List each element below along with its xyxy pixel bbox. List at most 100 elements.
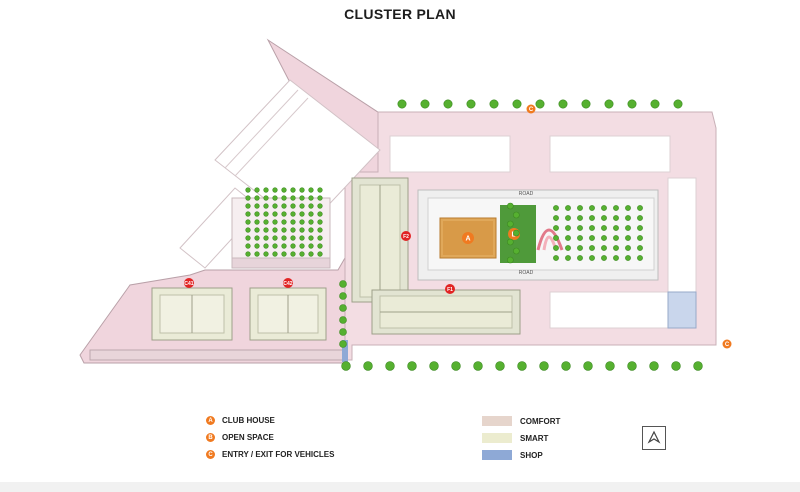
legend-open-space: B OPEN SPACE [206, 433, 274, 442]
tree-icon [339, 304, 347, 312]
tree-icon [299, 211, 305, 217]
tree-icon [613, 225, 619, 231]
tree-icon [263, 195, 269, 201]
block-f1-marker [445, 284, 455, 294]
tree-icon [553, 215, 559, 221]
tree-icon [299, 187, 305, 193]
block-f2-marker [401, 231, 411, 241]
block-c41-label: C41 [184, 281, 193, 287]
tree-icon [627, 361, 637, 371]
tree-icon [577, 215, 583, 221]
tree-icon [565, 205, 571, 211]
tree-icon [577, 255, 583, 261]
tree-icon [281, 187, 287, 193]
tree-icon [601, 225, 607, 231]
tree-icon [245, 251, 251, 257]
tree-icon [339, 340, 347, 348]
tree-icon [308, 203, 314, 209]
tree-icon [245, 243, 251, 249]
entry-marker-north-label: C [529, 107, 534, 113]
tree-icon [308, 211, 314, 217]
tree-icon [363, 361, 373, 371]
legend-club-house: A CLUB HOUSE [206, 416, 275, 425]
tree-icon [308, 235, 314, 241]
tree-icon [308, 227, 314, 233]
tree-icon [254, 211, 260, 217]
tree-icon [263, 251, 269, 257]
tree-icon [605, 361, 615, 371]
tree-icon [308, 243, 314, 249]
tree-icon [339, 280, 347, 288]
tree-icon [539, 361, 549, 371]
legend-comfort-label: COMFORT [520, 416, 561, 426]
north-arrow-icon [642, 426, 666, 450]
tree-icon [466, 99, 476, 109]
tree-icon [513, 211, 520, 219]
entry-marker-north [526, 104, 536, 114]
tree-icon [637, 255, 643, 261]
tree-icon [290, 203, 296, 209]
tree-icon [577, 245, 583, 251]
tree-icon [649, 361, 659, 371]
tree-icon [317, 219, 323, 225]
parking-row-bottom [89, 349, 345, 361]
tree-icon [281, 219, 287, 225]
tree-icon [308, 187, 314, 193]
tree-icon [299, 203, 305, 209]
tree-icon [577, 235, 583, 241]
tree-icon [517, 361, 527, 371]
tree-icon [589, 235, 595, 241]
tree-icon [263, 219, 269, 225]
tree-icon [601, 245, 607, 251]
tree-icon [308, 195, 314, 201]
tree-icon [565, 235, 571, 241]
tree-icon [583, 361, 593, 371]
tree-icon [245, 211, 251, 217]
tree-icon [577, 225, 583, 231]
tree-icon [272, 219, 278, 225]
block-c42-marker [283, 278, 293, 288]
tree-icon [565, 215, 571, 221]
tree-icon [507, 238, 514, 246]
tree-icon [317, 211, 323, 217]
tree-icon [693, 361, 703, 371]
tree-icon [317, 251, 323, 257]
tree-icon [535, 99, 545, 109]
tree-icon [650, 99, 660, 109]
tree-icon [272, 211, 278, 217]
tree-icon [272, 203, 278, 209]
tree-icon [513, 247, 520, 255]
tree-icon [254, 243, 260, 249]
legend-marker-b: B [206, 433, 215, 442]
tree-icon [290, 187, 296, 193]
legend-open-space-label: OPEN SPACE [222, 433, 274, 442]
tree-icon [407, 361, 417, 371]
tree-icon [290, 219, 296, 225]
tree-icon [245, 227, 251, 233]
tree-icon [385, 361, 395, 371]
tree-icon [281, 203, 287, 209]
tree-icon [613, 215, 619, 221]
tree-icon [625, 225, 631, 231]
legend-smart-label: SMART [520, 433, 549, 443]
tree-icon [299, 219, 305, 225]
tree-icon [254, 227, 260, 233]
tree-icon [553, 205, 559, 211]
legend-comfort: COMFORT [482, 416, 560, 426]
block-c41-marker [184, 278, 194, 288]
legend-comfort-swatch [482, 416, 512, 426]
east-bottom-block [549, 291, 669, 329]
legend-smart: SMART [482, 433, 548, 443]
tree-icon [281, 195, 287, 201]
legend-entry-exit: C ENTRY / EXIT FOR VEHICLES [206, 450, 334, 459]
tree-icon [290, 243, 296, 249]
tree-icon [625, 205, 631, 211]
block-c42-label: C42 [283, 281, 292, 287]
tree-icon [625, 215, 631, 221]
entry-marker-east-label: C [725, 342, 730, 348]
tree-icon [565, 245, 571, 251]
legend-marker-a: A [206, 416, 215, 425]
tree-icon [589, 255, 595, 261]
tree-icon [299, 235, 305, 241]
tree-icon [513, 229, 520, 237]
